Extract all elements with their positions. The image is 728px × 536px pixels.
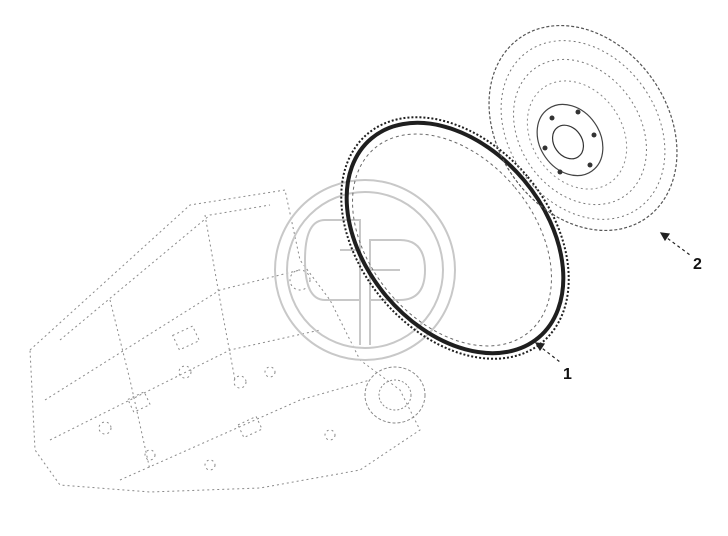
ring-gear <box>340 116 570 360</box>
flywheel <box>488 24 678 232</box>
watermark-logo <box>274 179 456 361</box>
callout-label-1: 1 <box>563 366 572 383</box>
leader-1 <box>534 342 561 363</box>
engine-block <box>29 189 426 493</box>
callout-label-2: 2 <box>693 256 702 273</box>
leader-2 <box>659 232 691 256</box>
